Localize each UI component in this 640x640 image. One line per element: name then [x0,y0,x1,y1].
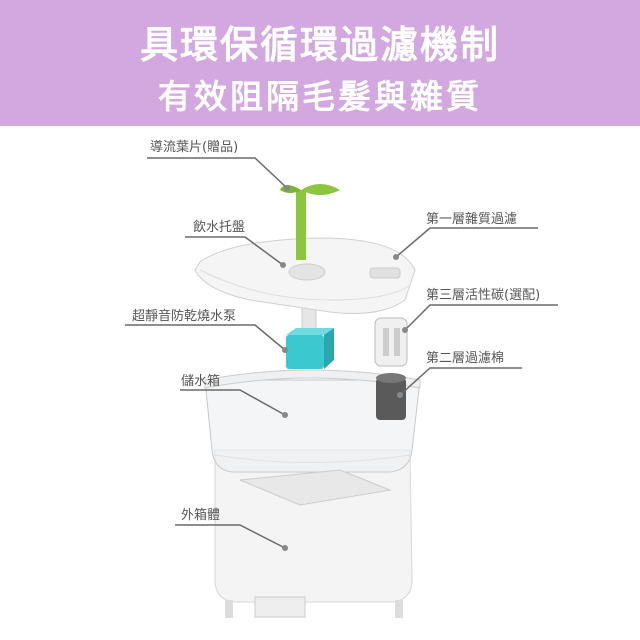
filter-cotton [376,373,406,420]
headline: 具環保循環過濾機制 [139,23,500,67]
leader-dots [280,185,408,551]
label-guide-leaf: 導流葉片(贈品) [150,140,239,155]
label-drinking-tray: 飲水托盤 [193,220,246,235]
label-filter-2: 第二層過濾棉 [426,351,505,366]
carbon-filter [374,317,408,367]
label-filter-3: 第三層活性碳(選配) [426,288,541,303]
header-banner: 具環保循環過濾機制 有效阻隔毛髮與雜質 [0,0,640,126]
drinking-tray [194,237,416,314]
label-outer-box: 外箱體 [181,508,221,523]
label-pump: 超靜音防乾燒水泵 [132,309,237,324]
water-tank [204,369,421,506]
leader-lines [125,157,558,549]
label-water-tank: 儲水箱 [181,374,221,389]
subheadline: 有效阻隔毛髮與雜質 [158,77,482,116]
label-filter-1: 第一層雜質過濾 [426,212,518,227]
